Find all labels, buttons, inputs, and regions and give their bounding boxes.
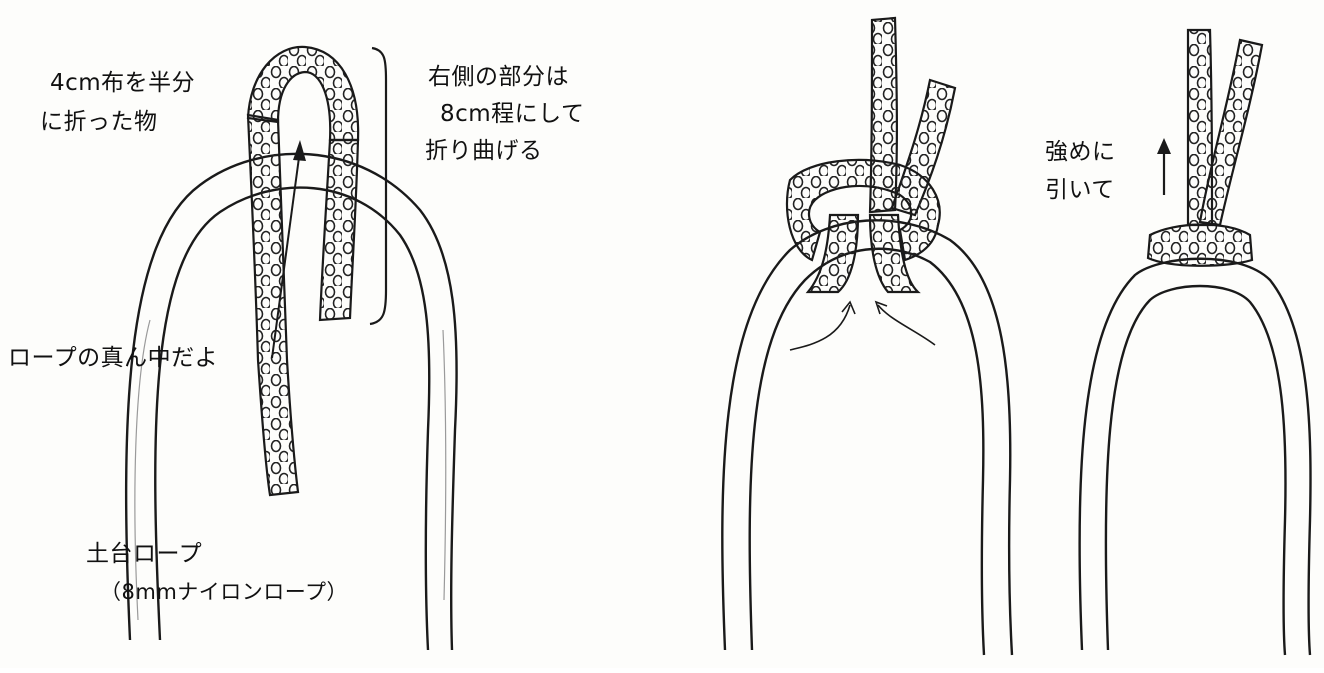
insert-arrows-icon (789, 300, 936, 351)
base-rope-arch-3 (1078, 257, 1312, 656)
folded-cloth-label-line2: に折った物 (40, 109, 158, 135)
step3-illustration (1078, 28, 1312, 656)
rope-middle-label: ロープの真ん中だよ (8, 345, 219, 371)
finished-knot-strips (1146, 28, 1264, 267)
right-part-label-line3: 折り曲げる (425, 138, 543, 164)
base-rope-arch (124, 152, 458, 651)
right-part-label-line1: 右側の部分は (428, 64, 569, 90)
pointer-arrow-icon (271, 140, 306, 359)
length-bracket (369, 46, 388, 326)
pull-hard-label-line1: 強めに (1045, 139, 1116, 165)
knot-strips-2 (785, 16, 957, 294)
pull-hard-label-line2: 引いて (1045, 177, 1115, 203)
base-rope-arch-2 (721, 219, 1014, 656)
step1-illustration (124, 45, 458, 651)
right-part-label-line2: 8cm程にして (440, 101, 585, 127)
step2-illustration (721, 16, 1014, 656)
folded-cloth-label-line1: 4cm布を半分 (50, 70, 196, 96)
base-rope-spec-label: （8mmナイロンロープ） (100, 580, 349, 604)
base-rope-label: 土台ロープ (86, 541, 203, 567)
pull-arrow-icon (1157, 138, 1171, 195)
folded-cloth-strip (246, 45, 360, 497)
